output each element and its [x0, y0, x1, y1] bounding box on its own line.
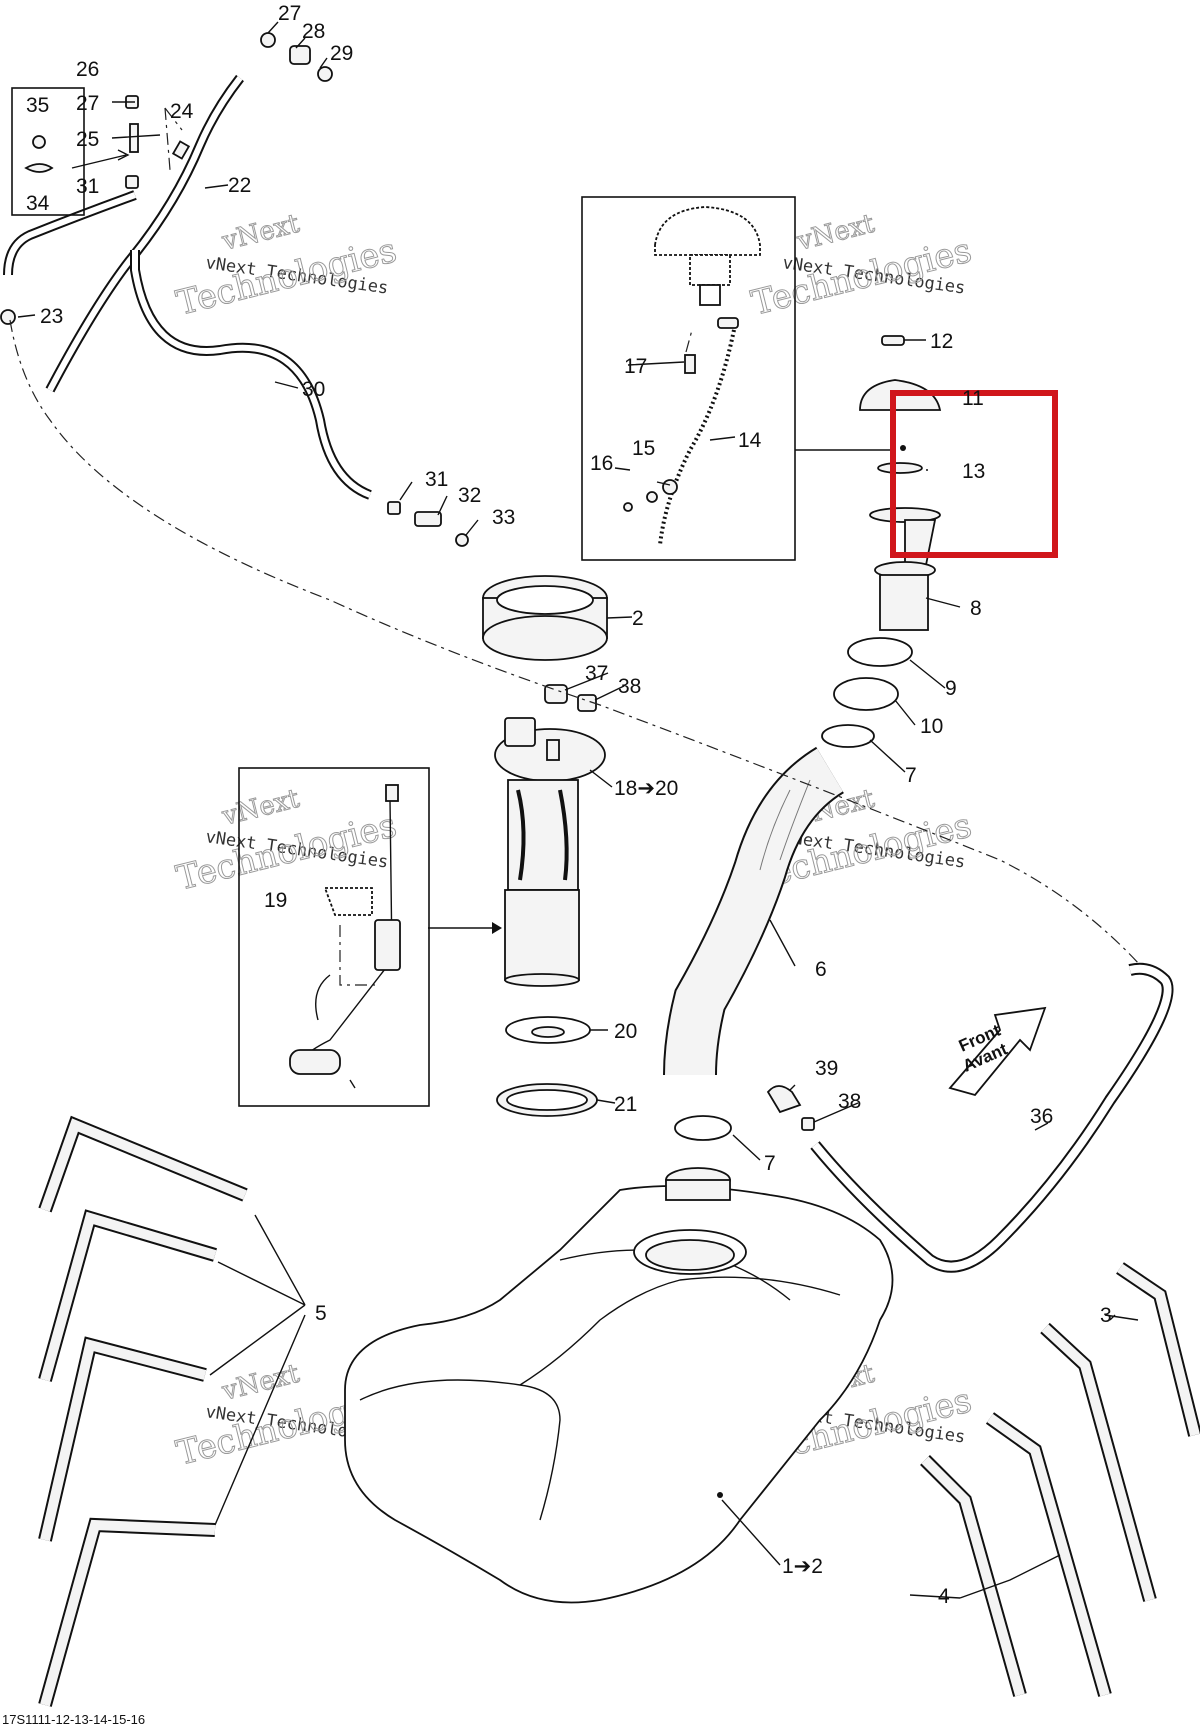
- filler-neck-assembly: [663, 335, 942, 1141]
- callout-26: 26: [76, 58, 99, 81]
- inset-box-35-34: [11, 87, 130, 216]
- callout-24: 24: [170, 100, 194, 123]
- callout-28: 28: [302, 20, 325, 43]
- callout-5: 5: [315, 1302, 327, 1325]
- callout-13: 13: [962, 460, 985, 483]
- callout-34: 34: [26, 192, 50, 215]
- callout-33: 33: [492, 506, 515, 529]
- fuel-pump-module: [482, 575, 608, 1117]
- svg-text:vNext: vNext: [793, 209, 877, 257]
- callout-9: 9: [945, 677, 957, 700]
- callout-12: 12: [930, 330, 953, 353]
- vent-hose-assembly: [0, 19, 469, 547]
- callout-6: 6: [815, 958, 827, 981]
- callout-18-20: 18➔20: [614, 777, 678, 800]
- fuel-tank: [344, 1167, 894, 1604]
- callout-8: 8: [970, 597, 982, 620]
- fuel-level-sensor-inset: [238, 767, 502, 1107]
- callout-31-top: 31: [76, 175, 99, 198]
- callout-23: 23: [40, 305, 63, 328]
- callout-15: 15: [632, 437, 655, 460]
- callout-17: 17: [624, 355, 647, 378]
- callout-4: 4: [938, 1585, 950, 1608]
- callout-3: 3: [1100, 1304, 1112, 1327]
- tank-straps-3-4: [920, 1262, 1200, 1697]
- callout-25: 25: [76, 128, 99, 151]
- highlight-box: [890, 390, 1058, 558]
- watermark-middle-left: vNext vNext Technologies Technologies: [172, 783, 401, 899]
- callout-27-top: 27: [278, 2, 301, 25]
- callout-30: 30: [302, 378, 325, 401]
- callout-2: 2: [632, 607, 644, 630]
- callout-leader-lines: [17, 21, 1116, 1599]
- callout-14: 14: [738, 429, 762, 452]
- svg-text:Technologies: Technologies: [748, 230, 976, 323]
- callout-27: 27: [76, 92, 99, 115]
- svg-text:Technologies: Technologies: [173, 805, 401, 898]
- callout-38: 38: [618, 675, 641, 698]
- callout-35: 35: [26, 94, 49, 117]
- svg-text:vNext: vNext: [218, 1359, 302, 1407]
- callout-numbers: 27 28 29 26 35 27 24 25 34 31 22 23 30 3…: [26, 2, 1112, 1608]
- callout-20: 20: [614, 1020, 637, 1043]
- callout-11: 11: [962, 387, 984, 410]
- callout-32: 32: [458, 484, 481, 507]
- callout-7: 7: [905, 764, 917, 787]
- callout-31: 31: [425, 468, 448, 491]
- callout-22: 22: [228, 174, 251, 197]
- callout-37: 37: [585, 662, 608, 685]
- gas-cap-inset: [581, 196, 796, 561]
- callout-29: 29: [330, 42, 353, 65]
- svg-text:vNext: vNext: [218, 784, 302, 832]
- diagram-code: 17S1111-12-13-14-15-16: [2, 1712, 145, 1727]
- svg-text:Technologies: Technologies: [173, 230, 401, 323]
- callout-10: 10: [920, 715, 943, 738]
- return-hose-36: [766, 962, 1174, 1273]
- tank-straps-5: [38, 1115, 306, 1707]
- svg-text:vNext: vNext: [218, 209, 302, 257]
- vent-route-line: [9, 319, 1141, 966]
- callout-36: 36: [1030, 1105, 1053, 1128]
- callout-1-2: 1➔2: [782, 1555, 823, 1578]
- callout-16: 16: [590, 452, 613, 475]
- watermark-top-left: vNext vNext Technologies Technologies: [172, 208, 401, 324]
- callout-19: 19: [264, 889, 287, 912]
- callout-7-lower: 7: [764, 1152, 776, 1175]
- callout-38-lower: 38: [838, 1090, 861, 1113]
- front-direction-badge: Front Avant: [948, 1006, 1047, 1097]
- callout-39: 39: [815, 1057, 838, 1080]
- watermark-top-right: vNext vNext Technologies Technologies: [747, 208, 976, 324]
- callout-21: 21: [614, 1093, 637, 1116]
